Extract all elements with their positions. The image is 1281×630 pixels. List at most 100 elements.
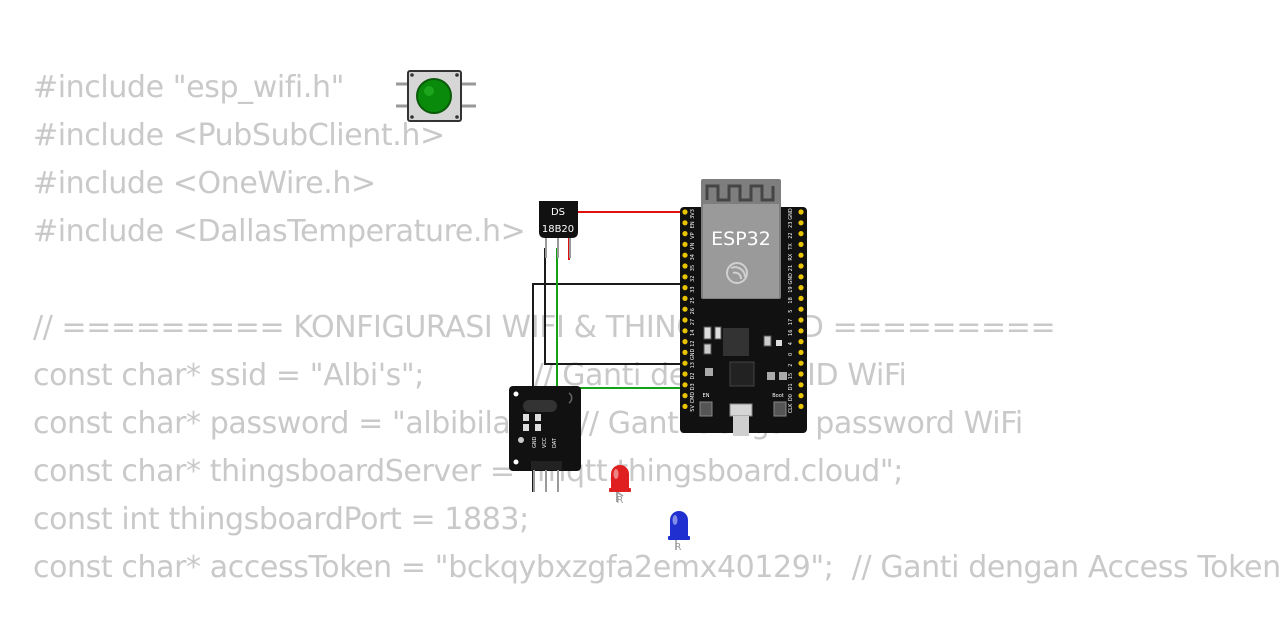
esp32-pin-left[interactable] xyxy=(682,360,688,366)
code-line: #include <OneWire.h> xyxy=(33,166,376,201)
led-blue-label: R xyxy=(675,542,682,553)
ds18b20-label-2: 18B20 xyxy=(542,224,574,235)
esp32-pin-right[interactable] xyxy=(798,209,804,215)
esp32-pin-label: 4 xyxy=(788,342,794,345)
esp32-pin-label: 12 xyxy=(690,340,696,346)
esp32-pin-left[interactable] xyxy=(682,349,688,355)
esp32-pin-label: 18 xyxy=(788,297,794,303)
ds18b20-label-1: DS xyxy=(551,207,565,218)
esp32-pin-right[interactable] xyxy=(798,306,804,312)
esp32-pin-right[interactable] xyxy=(798,241,804,247)
en-button-label: EN xyxy=(703,393,710,399)
esp32-pin-label: 25 xyxy=(690,297,696,303)
wire-red-sensor-vcc xyxy=(568,211,688,260)
esp32-pin-label: GND xyxy=(788,273,794,285)
esp32-pin-label: 22 xyxy=(788,232,794,238)
esp32-pin-label: D0 xyxy=(788,394,794,401)
esp32-pin-left[interactable] xyxy=(682,371,688,377)
esp32-pin-right[interactable] xyxy=(798,349,804,355)
esp32-pin-label: 3V3 xyxy=(690,209,696,219)
pushbutton[interactable] xyxy=(396,70,476,122)
code-line: const char* thingsboardServer = "mqtt.th… xyxy=(33,454,904,489)
esp32-pin-left[interactable] xyxy=(682,209,688,215)
esp32-pin-left[interactable] xyxy=(682,231,688,237)
esp32-pin-label: 23 xyxy=(788,222,794,228)
esp32-pin-label: 5V xyxy=(690,405,696,412)
esp32-pin-label: EN xyxy=(690,221,696,228)
esp32-pin-right[interactable] xyxy=(798,393,804,399)
esp32-pin-label: GND xyxy=(788,208,794,220)
esp32-pin-label: 15 xyxy=(788,373,794,379)
module-pin-label-vcc: VCC xyxy=(542,437,548,448)
esp32-pin-label: VP xyxy=(690,232,696,238)
esp32-pin-label: CLK xyxy=(788,403,794,413)
esp32-pin-left[interactable] xyxy=(682,263,688,269)
esp32-pin-label: 13 xyxy=(690,362,696,368)
espressif-logo-icon xyxy=(726,262,748,284)
esp32-pin-right[interactable] xyxy=(798,295,804,301)
esp32-pin-label: 32 xyxy=(690,276,696,282)
led-red-label: R xyxy=(617,495,624,506)
esp32-pin-right[interactable] xyxy=(798,231,804,237)
esp32-pin-left[interactable] xyxy=(682,295,688,301)
esp32-pin-left[interactable] xyxy=(682,306,688,312)
esp32-pin-label: D3 xyxy=(690,383,696,390)
esp32-pin-left[interactable] xyxy=(682,252,688,258)
esp32-pin-label: GND xyxy=(690,349,696,361)
esp32-left-pins: 3V3ENVPVN343532332526271412GND13D2D3CMD5… xyxy=(682,209,696,412)
led-red[interactable]: R xyxy=(609,465,631,506)
esp32-pin-right[interactable] xyxy=(798,274,804,280)
esp32-pin-right[interactable] xyxy=(798,360,804,366)
esp32-pin-left[interactable] xyxy=(682,382,688,388)
esp32-pin-left[interactable] xyxy=(682,241,688,247)
esp32-pin-right[interactable] xyxy=(798,263,804,269)
esp32-pin-label: 33 xyxy=(690,286,696,292)
esp32-pin-right[interactable] xyxy=(798,339,804,345)
esp32-pin-left[interactable] xyxy=(682,339,688,345)
esp32-pin-label: TX xyxy=(788,243,794,251)
esp32-pin-left[interactable] xyxy=(682,220,688,226)
esp32-en-button[interactable] xyxy=(699,401,713,417)
esp32-pin-label: 0 xyxy=(788,353,794,356)
esp32-label: ESP32 xyxy=(711,228,771,250)
module-pin-label-dat: DAT xyxy=(552,437,558,448)
esp32-pin-left[interactable] xyxy=(682,285,688,291)
esp32-pin-label: 14 xyxy=(690,330,696,336)
esp32-pin-label: 34 xyxy=(690,254,696,260)
pushbutton-cap[interactable] xyxy=(416,78,452,114)
esp32-pin-right[interactable] xyxy=(798,382,804,388)
esp32-pin-label: 5 xyxy=(788,310,794,313)
esp32-pin-label: 26 xyxy=(690,308,696,314)
esp32-pin-label: D1 xyxy=(788,383,794,390)
esp32-pin-left[interactable] xyxy=(682,328,688,334)
esp32-pin-left[interactable] xyxy=(682,403,688,409)
wire-black-sensor-gnd xyxy=(544,248,688,365)
esp32-pin-right[interactable] xyxy=(798,252,804,258)
wire-green-sensor-data xyxy=(556,248,688,389)
esp32-pin-label: RX xyxy=(788,253,794,260)
esp32-pin-label: 17 xyxy=(788,319,794,325)
led-blue[interactable]: R xyxy=(668,511,690,553)
code-line: #include <PubSubClient.h> xyxy=(33,118,445,153)
esp32-pin-right[interactable] xyxy=(798,371,804,377)
esp32-pin-label: D2 xyxy=(690,372,696,379)
esp32-pin-right[interactable] xyxy=(798,403,804,409)
esp32-pin-left[interactable] xyxy=(682,317,688,323)
esp32-pin-label: VN xyxy=(690,243,696,250)
esp32-boot-button[interactable] xyxy=(773,401,787,417)
esp32-pin-right[interactable] xyxy=(798,317,804,323)
code-line: #include <DallasTemperature.h> xyxy=(33,214,526,249)
code-line: #include "esp_wifi.h" xyxy=(33,70,345,105)
esp32-pin-right[interactable] xyxy=(798,328,804,334)
esp32-pin-left[interactable] xyxy=(682,274,688,280)
esp32-pin-left[interactable] xyxy=(682,393,688,399)
esp32-pin-right[interactable] xyxy=(798,285,804,291)
esp32-board[interactable]: ESP32 3V3ENVPVN343532332526271412GND13D2… xyxy=(680,179,807,436)
module-pin-label-gnd: GND xyxy=(532,436,538,448)
ds18b20-sensor[interactable]: DS 18B20 xyxy=(539,201,578,258)
circuit-diagram: DS 18B20 ESP32 3V3ENVPVN3435323325262714… xyxy=(396,70,807,553)
esp32-pin-label: CMD xyxy=(690,392,696,404)
ds18b20-module[interactable]: DAT VCC GND xyxy=(509,386,581,492)
esp32-pin-right[interactable] xyxy=(798,220,804,226)
